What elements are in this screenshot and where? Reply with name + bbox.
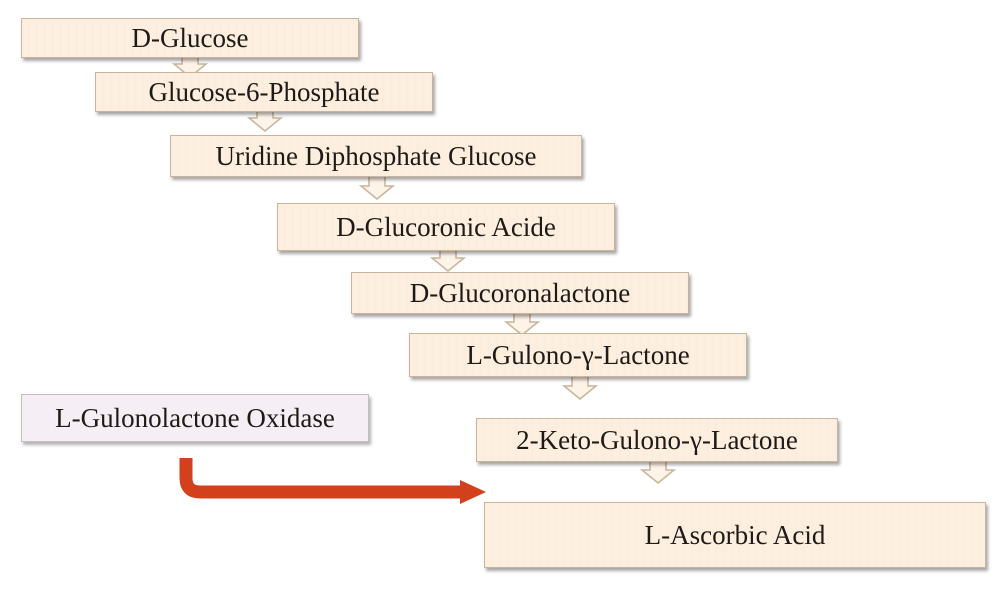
step-uridine-diphosphate-glucose: Uridine Diphosphate Glucose [170, 135, 582, 177]
step-label: Uridine Diphosphate Glucose [215, 140, 537, 171]
step-l-gulono-gamma-lactone: L-Gulono-γ-Lactone [409, 333, 747, 377]
step-d-glucose: D-Glucose [21, 18, 359, 58]
step-2-keto-gulono-gamma-lactone: 2-Keto-Gulono-γ-Lactone [476, 418, 838, 462]
enzyme-label-box: L-Gulonolactone Oxidase [21, 394, 369, 442]
enzyme-label: L-Gulonolactone Oxidase [55, 402, 335, 433]
step-label: 2-Keto-Gulono-γ-Lactone [516, 424, 798, 455]
step-d-glucoronic-acide: D-Glucoronic Acide [277, 203, 615, 251]
step-label: L-Ascorbic Acid [644, 519, 826, 550]
step-label: L-Gulono-γ-Lactone [466, 339, 690, 370]
step-l-ascorbic-acid: L-Ascorbic Acid [484, 502, 986, 568]
step-d-glucoronalactone: D-Glucoronalactone [351, 272, 689, 314]
step-glucose-6-phosphate: Glucose-6-Phosphate [95, 72, 433, 112]
step-label: D-Glucoronalactone [409, 277, 631, 308]
step-label: D-Glucoronic Acide [336, 211, 556, 242]
step-label: D-Glucose [131, 22, 249, 53]
step-label: Glucose-6-Phosphate [148, 76, 380, 107]
